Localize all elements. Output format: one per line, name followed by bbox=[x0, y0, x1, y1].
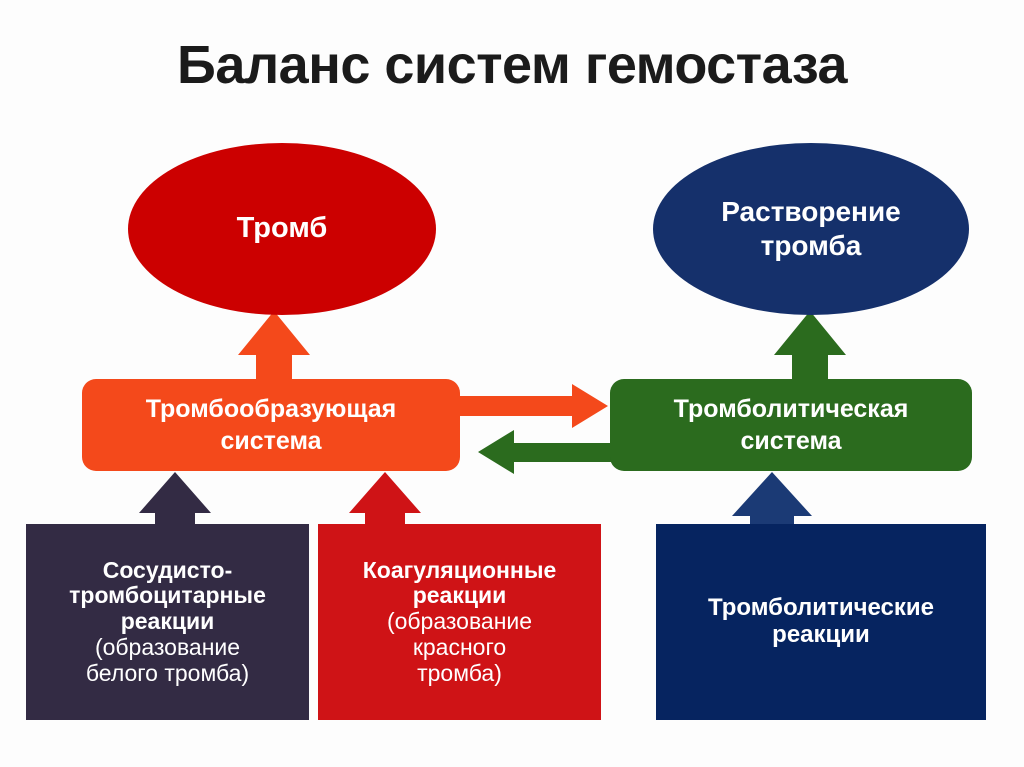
node-vascular-title-line2: тромбоцитарные bbox=[69, 582, 266, 609]
node-coagulation-title-line2: реакции bbox=[412, 582, 507, 609]
node-thrombolytic-system[interactable]: Тромболитическая система bbox=[610, 379, 972, 471]
node-lysis-label-line2: тромба bbox=[760, 230, 862, 261]
node-coagulation-sub-line3: тромба) bbox=[417, 659, 502, 686]
node-coagulation-sub-line1: (образование bbox=[386, 608, 533, 635]
node-vascular-platelet-reactions[interactable]: Сосудисто- тромбоцитарные реакции (образ… bbox=[26, 524, 309, 720]
node-thrombogenic-system[interactable]: Тромбообразующая система bbox=[82, 379, 460, 471]
node-thrombolytic-system-label-line2: система bbox=[740, 427, 842, 455]
node-thrombolytic-reactions-title-line2: реакции bbox=[772, 621, 870, 648]
node-coagulation-reactions-subtitle: (образование красного тромба) bbox=[386, 608, 533, 686]
node-lysis-ellipse[interactable]: Растворение тромба bbox=[653, 143, 969, 315]
arrow-thrombogenic-to-thrombolytic bbox=[455, 384, 608, 428]
node-thrombus-ellipse[interactable]: Тромб bbox=[128, 143, 436, 315]
node-vascular-platelet-reactions-title: Сосудисто- тромбоцитарные реакции bbox=[69, 556, 266, 635]
node-lysis-label-line1: Растворение bbox=[721, 195, 901, 227]
node-thrombolytic-system-label-line1: Тромболитическая bbox=[673, 394, 909, 423]
node-thrombus-label: Тромб bbox=[236, 212, 328, 245]
node-coagulation-sub-line2: красного bbox=[412, 633, 507, 660]
node-vascular-title-line3: реакции bbox=[120, 608, 215, 635]
arrow-thrombolytic-to-lysis bbox=[774, 311, 846, 382]
node-thrombogenic-system-label: Тромбообразующая система bbox=[146, 393, 397, 458]
arrow-thrombogenic-to-thrombus bbox=[238, 311, 310, 382]
node-thrombolytic-system-label: Тромболитическая система bbox=[674, 393, 909, 458]
node-thrombogenic-system-label-line1: Тромбообразующая bbox=[145, 394, 397, 423]
node-coagulation-reactions[interactable]: Коагуляционные реакции (образование крас… bbox=[318, 524, 601, 720]
page-title: Баланс систем гемостаза bbox=[177, 35, 847, 95]
node-thrombolytic-reactions[interactable]: Тромболитические реакции bbox=[656, 524, 986, 720]
node-vascular-title-line1: Сосудисто- bbox=[102, 556, 233, 583]
node-lysis-label: Растворение тромба bbox=[721, 195, 900, 263]
arrow-thrombolytic-to-thrombogenic bbox=[478, 430, 615, 474]
node-thrombogenic-system-label-line2: система bbox=[220, 427, 322, 455]
node-thrombolytic-reactions-title-line1: Тромболитические bbox=[707, 594, 934, 622]
node-coagulation-reactions-title: Коагуляционные реакции bbox=[362, 556, 557, 610]
node-vascular-sub-line2: белого тромба) bbox=[85, 659, 250, 686]
node-coagulation-title-line1: Коагуляционные bbox=[362, 556, 557, 583]
node-vascular-platelet-reactions-subtitle: (образование белого тромба) bbox=[85, 633, 250, 687]
node-vascular-sub-line1: (образование bbox=[94, 633, 241, 660]
node-thrombolytic-reactions-title: Тромболитические реакции bbox=[707, 594, 934, 649]
